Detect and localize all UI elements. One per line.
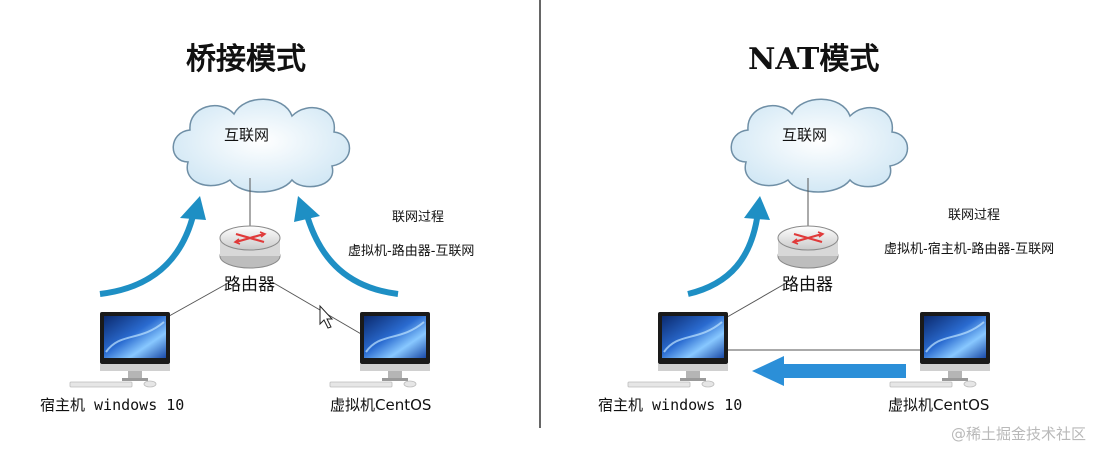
bridge-title: 桥接模式 [186, 42, 306, 77]
bridge-left-arrowhead-icon [180, 196, 206, 220]
nat-cloud-icon [730, 98, 909, 193]
nat-router-label: 路由器 [782, 275, 833, 295]
nat-process-path: 虚拟机-宿主机-路由器-互联网 [884, 242, 1055, 257]
nat-process-title: 联网过程 [948, 208, 1001, 223]
nat-router-host-link [721, 281, 789, 321]
nat-router-icon [776, 224, 840, 270]
bridge-vm-label: 虚拟机CentOS [330, 396, 432, 414]
nat-vm-label: 虚拟机CentOS [888, 396, 990, 414]
nat-up-arrow-icon [687, 211, 761, 297]
nat-title: NAT模式 [748, 42, 880, 77]
nat-panel [627, 98, 991, 388]
nat-left-arrowhead-icon [752, 356, 784, 386]
bridge-process-path: 虚拟机-路由器-互联网 [348, 244, 475, 259]
bridge-process-title: 联网过程 [392, 210, 445, 225]
bridge-router-label: 路由器 [224, 275, 275, 295]
bridge-right-arrowhead-icon [294, 196, 320, 222]
nat-left-arrow-icon [780, 364, 906, 378]
bridge-panel [69, 98, 431, 388]
bridge-right-arrow-icon [303, 211, 399, 297]
bridge-host-label: 宿主机 windows 10 [40, 396, 185, 414]
nat-host-label: 宿主机 windows 10 [598, 396, 743, 414]
nat-host-computer-icon [627, 311, 729, 388]
bridge-cloud-label: 互联网 [224, 126, 270, 144]
bridge-router-host-link [161, 281, 231, 321]
bridge-vm-computer-icon [329, 311, 431, 388]
bridge-cloud-icon [172, 98, 351, 193]
cursor-icon [319, 304, 334, 329]
nat-cloud-label: 互联网 [782, 126, 828, 144]
bridge-router-icon [218, 224, 282, 270]
bridge-host-computer-icon [69, 311, 171, 388]
nat-up-arrowhead-icon [744, 196, 770, 220]
watermark: @稀土掘金技术社区 [950, 425, 1086, 443]
bridge-left-arrow-icon [99, 211, 197, 297]
